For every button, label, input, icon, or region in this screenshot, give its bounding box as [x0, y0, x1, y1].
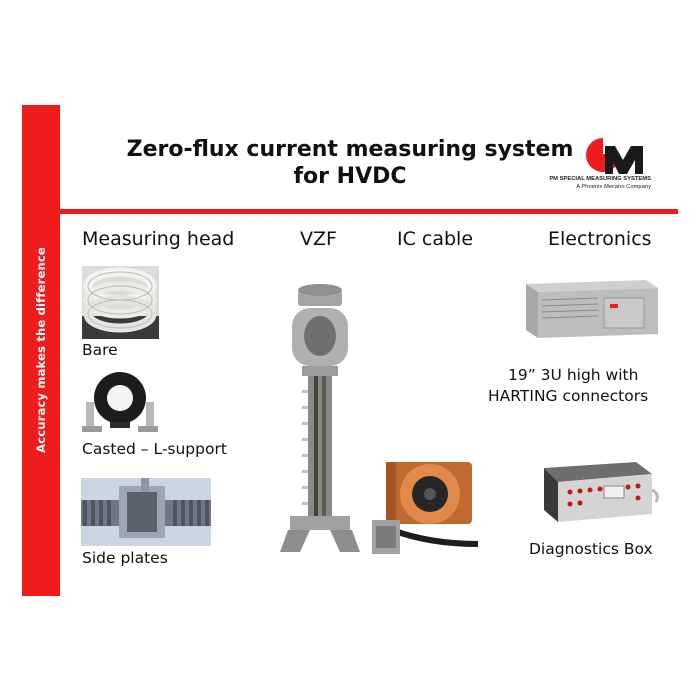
- side-plates-photo: [81, 478, 211, 546]
- red-divider: [60, 209, 678, 214]
- casted-head-photo: [80, 368, 158, 438]
- label-bare: Bare: [82, 341, 118, 359]
- electronics-rack-photo: [518, 278, 660, 342]
- heading-ic-cable: IC cable: [397, 228, 474, 250]
- bare-head-photo: [82, 266, 159, 339]
- logo-tagline: A Phoenix Mecano Company: [576, 184, 651, 190]
- ic-cable-photo: [370, 460, 478, 560]
- label-side-plates: Side plates: [82, 549, 168, 567]
- label-diagnostics: Diagnostics Box: [529, 540, 653, 558]
- pm-logo-icon: [586, 138, 643, 174]
- sidebar-slogan: Accuracy makes the difference: [34, 247, 48, 453]
- title-line-2: for HVDC: [293, 164, 407, 189]
- title-line-1: Zero-flux current measuring system: [126, 137, 574, 162]
- red-sidebar: [22, 105, 60, 596]
- heading-electronics: Electronics: [548, 228, 652, 250]
- vzf-photo: [280, 280, 360, 560]
- diagnostics-box-photo: [540, 460, 660, 528]
- heading-vzf: VZF: [300, 228, 337, 250]
- logo-company-name: PM SPECIAL MEASURING SYSTEMS: [549, 176, 651, 182]
- label-casted: Casted – L-support: [82, 440, 227, 458]
- label-rack-line-1: 19” 3U high with: [508, 366, 639, 384]
- page-title: Zero-flux current measuring system for H…: [110, 136, 590, 190]
- heading-measuring-head: Measuring head: [82, 228, 235, 250]
- label-rack-line-2: HARTING connectors: [488, 387, 649, 405]
